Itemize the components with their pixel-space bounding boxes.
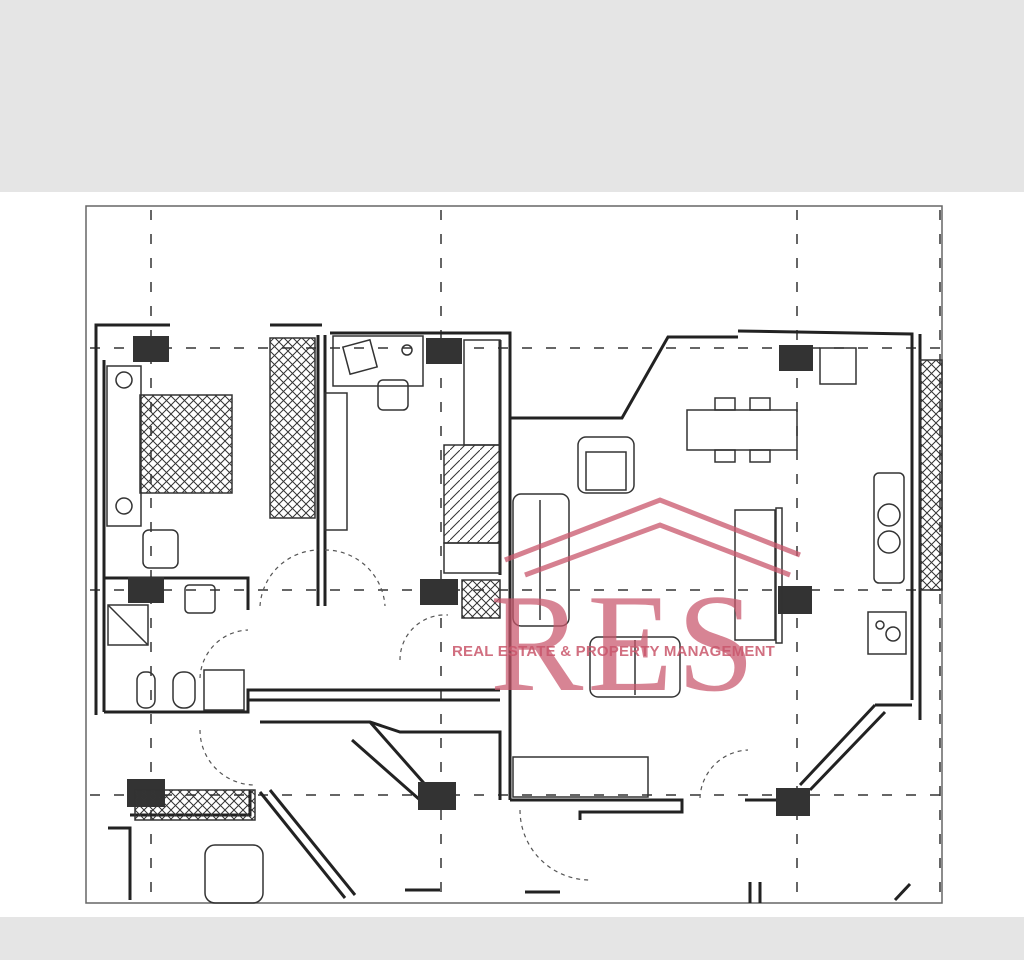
door-swings — [199, 549, 749, 881]
watermark-roof — [504, 497, 801, 578]
bedroom-furniture — [106, 337, 316, 569]
watermark-tagline: REAL ESTATE & PROPERTY MANAGEMENT — [452, 643, 776, 660]
watermark-logo: RES — [490, 566, 759, 721]
bathroom-fixtures — [107, 584, 245, 711]
living-furniture — [134, 347, 943, 904]
bottom-background — [0, 917, 1024, 960]
top-background — [0, 0, 1024, 192]
study-furniture — [324, 335, 501, 619]
